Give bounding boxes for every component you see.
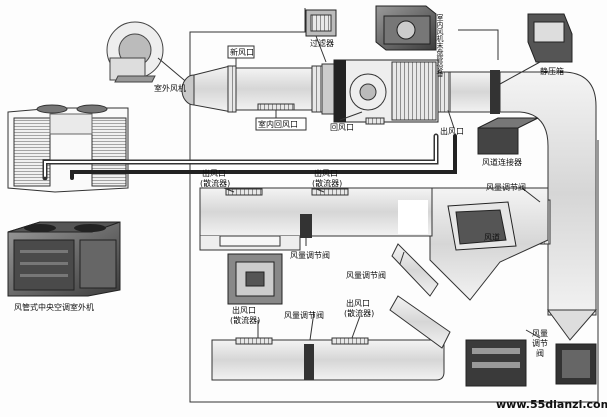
outdoor-unit (7, 221, 121, 297)
condenser-coil (7, 104, 129, 193)
label-outlet-1: 出风口 (440, 126, 464, 136)
leader-lines (223, 58, 541, 341)
label-air-valve-right: 风量调节阀 (486, 183, 526, 192)
room-outline (189, 8, 599, 403)
fresh-air-duct (181, 63, 337, 115)
label-return-air-inlet: 室内回风口 (258, 119, 298, 129)
indoor-unit (333, 59, 439, 125)
label-outlet-diffuser-c: 出风口(散流器) (230, 305, 260, 325)
watermark-domain: www.55dianzi.com (496, 398, 607, 411)
plenum-box-pic (527, 13, 573, 63)
label-filter: 过滤器 (310, 38, 334, 48)
label-outdoor-fan: 室外风机 (154, 83, 186, 93)
label-air-valve-bottom: 风量调节阀 (532, 329, 548, 358)
label-plenum-box: 静压箱 (540, 66, 564, 76)
label-duct: 风道 (484, 232, 500, 242)
lower-branch-duct (211, 243, 451, 381)
label-air-valve-mid: 风量调节阀 (290, 251, 330, 260)
filter-pic (305, 9, 337, 37)
labels: 室外风机 新风口 过滤器 室内风机末盘管设备 静压箱 室内回风口 回风口 出风口… (14, 13, 564, 358)
diffuser-pic (227, 253, 283, 305)
label-indoor-fan-coil: 室内风机末盘管设备 (436, 13, 444, 78)
valve-pic-b (555, 343, 597, 385)
indoor-unit-pic (375, 5, 437, 51)
label-outlet-diffuser-b: 出风口(散流器) (312, 168, 342, 188)
label-outdoor-unit-caption: 风管式中央空调室外机 (14, 302, 94, 312)
refrigerant-pipes (42, 133, 457, 181)
label-return-air-port: 回风口 (330, 123, 354, 132)
label-air-valve-center: 风量调节阀 (346, 271, 386, 280)
valve-pic-a (465, 339, 527, 387)
label-outlet-diffuser-a: 出风口(散流器) (200, 168, 230, 188)
duct-section-pic (447, 201, 517, 251)
duct-connector-pic (477, 117, 539, 155)
label-air-valve-lower: 风量调节阀 (284, 311, 324, 320)
label-duct-connector: 风道连接器 (482, 157, 522, 167)
label-fresh-air-inlet: 新风口 (230, 47, 254, 57)
outdoor-fan (106, 21, 164, 83)
label-outlet-diffuser-d: 出风口(散流器) (344, 298, 374, 318)
